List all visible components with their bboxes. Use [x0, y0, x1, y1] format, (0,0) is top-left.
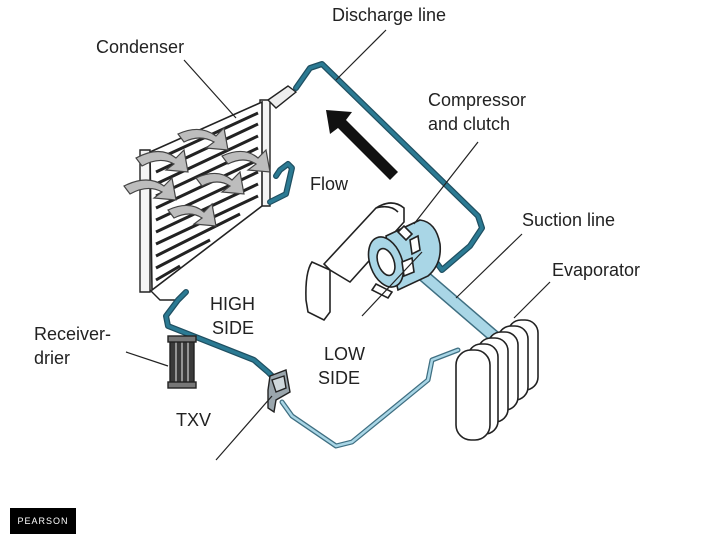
- leader-lines: [125, 29, 551, 461]
- receiver-drier-leader: [125, 351, 169, 367]
- receiver-drier-label-line1: Receiver-: [34, 324, 112, 344]
- compressor-label-line2: and clutch: [428, 114, 511, 134]
- condenser-leader: [183, 59, 237, 119]
- flow-label: Flow: [310, 174, 349, 194]
- condenser-label: Condenser: [96, 37, 185, 57]
- txv-label: TXV: [176, 410, 212, 430]
- high-side-piping: [163, 61, 485, 385]
- evaporator-label: Evaporator: [552, 260, 641, 280]
- flow-arrow: [326, 110, 398, 180]
- evaporator-leader: [513, 281, 551, 319]
- high-side-label-line1: HIGH: [210, 294, 255, 314]
- high-side-label-line2: SIDE: [212, 318, 255, 338]
- compressor-label-line1: Compressor: [428, 90, 527, 110]
- pearson-logo: PEARSON: [10, 508, 76, 534]
- receiver-drier-label-line2: drier: [34, 348, 71, 368]
- low-side-label-line2: SIDE: [318, 368, 361, 388]
- suction-line-label: Suction line: [522, 210, 616, 230]
- suction-line-leader: [455, 233, 523, 299]
- low-side-piping: [279, 269, 503, 449]
- receiver-drier: [167, 335, 197, 389]
- discharge-line-label: Discharge line: [332, 5, 447, 25]
- airflow-arrows: [123, 126, 271, 227]
- compressor: [367, 219, 442, 300]
- evaporator: [455, 319, 539, 441]
- low-side-label-line1: LOW: [324, 344, 366, 364]
- txv-valve: [267, 369, 291, 414]
- engine-leader: [361, 251, 423, 317]
- txv-leader: [215, 395, 273, 461]
- discharge-line-leader: [335, 29, 387, 81]
- compressor-leader: [413, 141, 479, 225]
